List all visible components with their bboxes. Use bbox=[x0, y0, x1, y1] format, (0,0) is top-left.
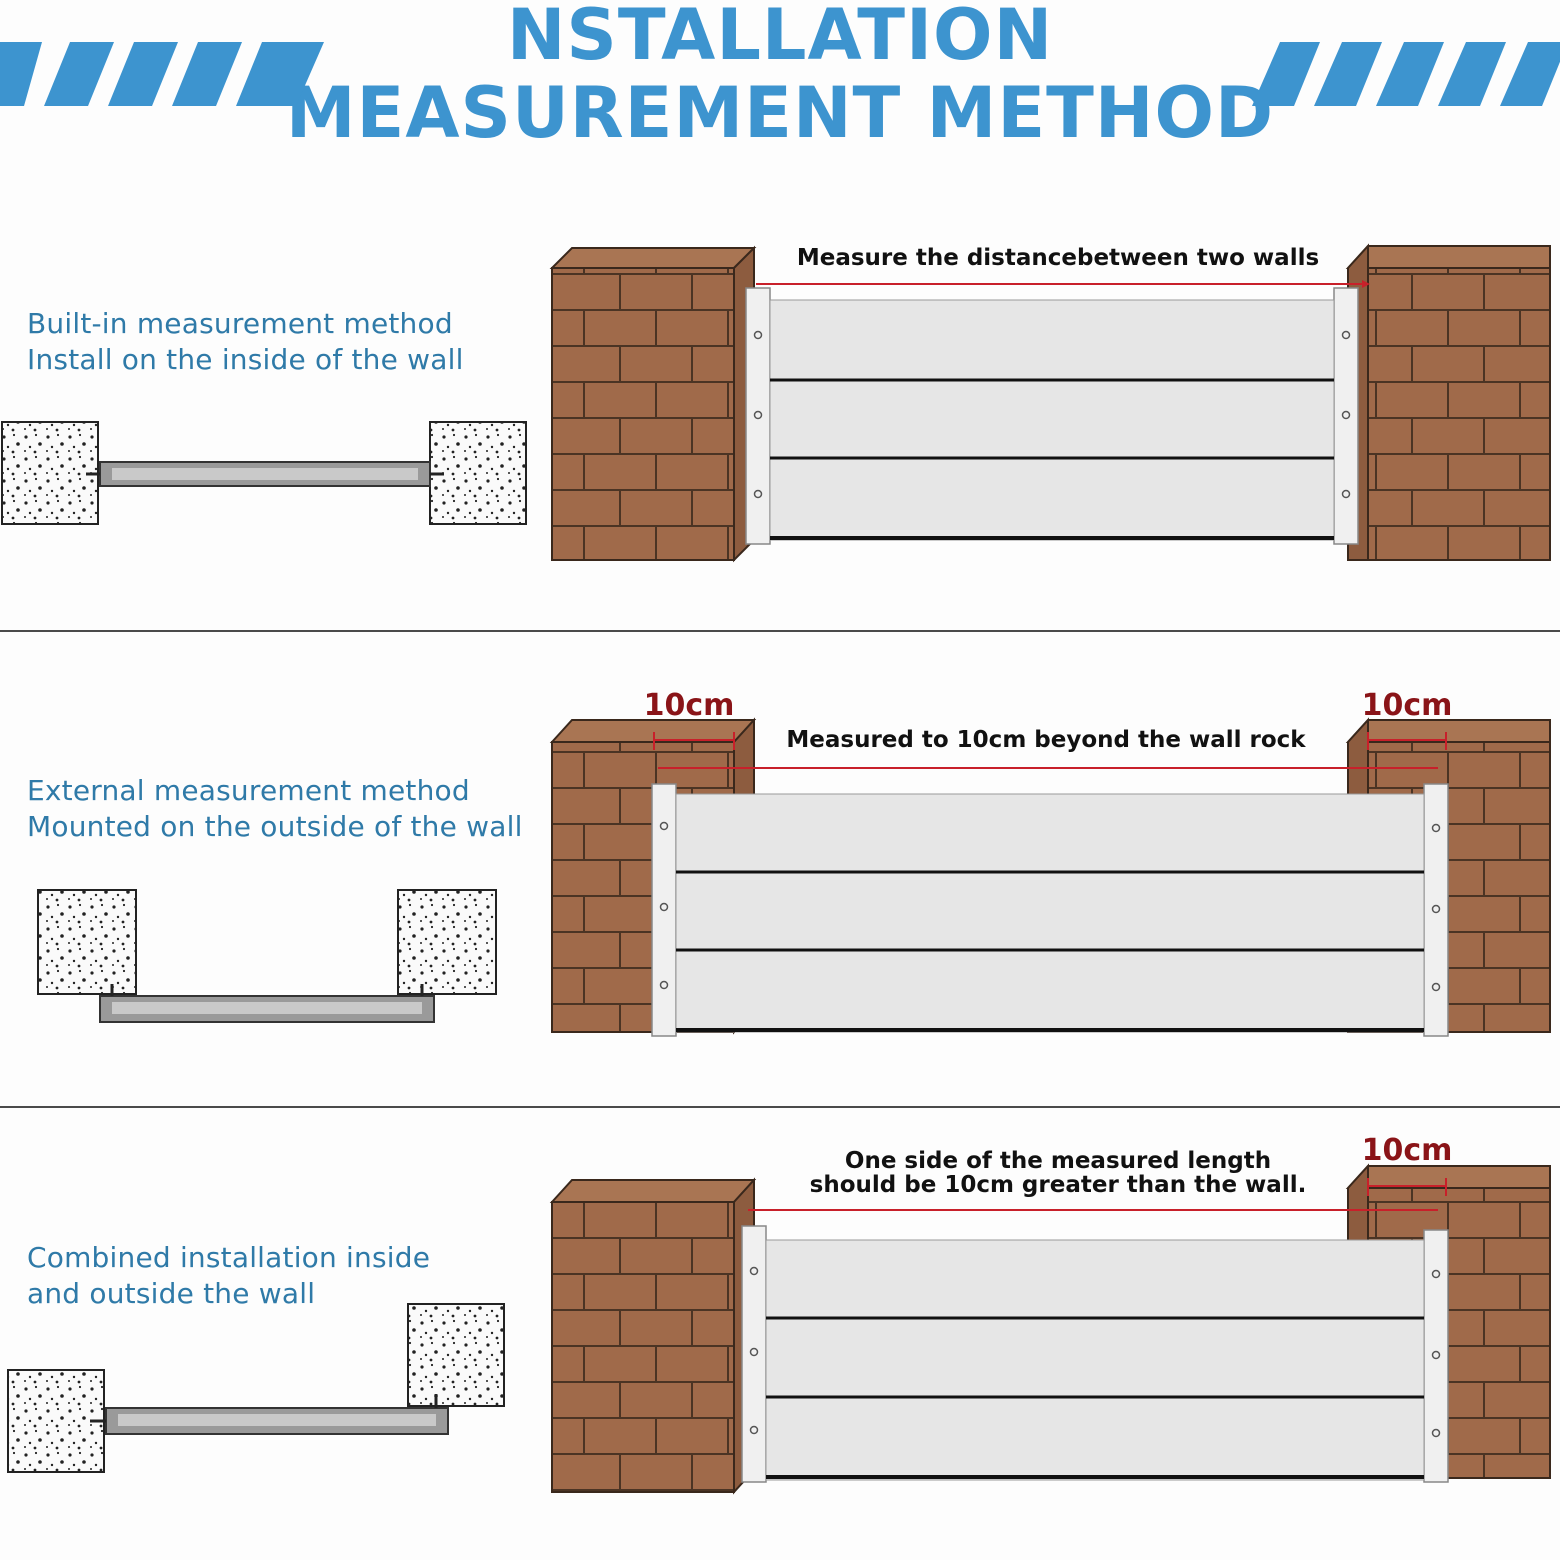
section-divider-2 bbox=[0, 1106, 1560, 1108]
barrier-rail bbox=[99, 984, 435, 1023]
measure-caption: Measured to 10cm beyond the wall rock bbox=[786, 727, 1306, 753]
offset-label-right: 10cm bbox=[1362, 688, 1453, 723]
wall-block-right bbox=[397, 889, 497, 995]
method-title-combined: Combined installation inside and outside… bbox=[27, 1240, 430, 1312]
method-line-1: Built-in measurement method bbox=[27, 307, 453, 340]
brick-pillar-right bbox=[1345, 717, 1551, 1033]
brick-pillar-left bbox=[549, 1177, 757, 1495]
flood-barrier bbox=[741, 1225, 1449, 1483]
brick-pillar-right bbox=[1345, 243, 1551, 561]
measure-caption-line2: should be 10cm greater than the wall. bbox=[810, 1172, 1307, 1198]
wall-block-left bbox=[37, 889, 137, 995]
wall-scene-external: 10cm 10cm Measured to 10cm beyond the wa… bbox=[549, 688, 1551, 1037]
flood-barrier bbox=[745, 287, 1359, 545]
section-divider-1 bbox=[0, 630, 1560, 632]
wall-block-left bbox=[7, 1369, 105, 1473]
wall-block-right bbox=[429, 421, 527, 525]
barrier-rail bbox=[90, 1394, 449, 1435]
method-line-1: Combined installation inside bbox=[27, 1241, 431, 1274]
method-line-2: Mounted on the outside of the wall bbox=[27, 810, 523, 843]
method-line-1: External measurement method bbox=[27, 774, 470, 807]
offset-label-right: 10cm bbox=[1362, 1133, 1453, 1168]
measure-caption: Measure the distancebetween two walls bbox=[797, 245, 1319, 271]
offset-bracket-right bbox=[1367, 732, 1447, 750]
method-line-2: and outside the wall bbox=[27, 1277, 316, 1310]
measure-arrow bbox=[1362, 280, 1370, 288]
offset-bracket-right bbox=[1367, 1178, 1447, 1196]
brick-pillar-left bbox=[549, 245, 757, 563]
right-stripe-decoration bbox=[1252, 42, 1560, 106]
wall-scene-combined: 10cm One side of the measured length sho… bbox=[549, 1133, 1551, 1495]
wall-block-right bbox=[407, 1303, 505, 1407]
method-line-2: Install on the inside of the wall bbox=[27, 343, 464, 376]
plan-view-combined bbox=[7, 1303, 505, 1473]
page-title-line1: NSTALLATION bbox=[506, 0, 1054, 76]
plan-view-external bbox=[37, 889, 497, 1023]
offset-label-left: 10cm bbox=[644, 688, 735, 723]
left-stripe-decoration bbox=[0, 42, 324, 106]
plan-view-builtin bbox=[1, 421, 527, 525]
method-title-external: External measurement method Mounted on t… bbox=[27, 773, 523, 845]
wall-block-left bbox=[1, 421, 99, 525]
wall-scene-builtin: Measure the distancebetween two walls bbox=[549, 243, 1551, 563]
page-title-line2: MEASUREMENT METHOD bbox=[285, 72, 1275, 154]
method-title-builtin: Built-in measurement method Install on t… bbox=[27, 306, 464, 378]
barrier-rail bbox=[86, 461, 444, 487]
offset-bracket-left bbox=[653, 732, 735, 750]
measure-caption-line1: One side of the measured length bbox=[845, 1148, 1271, 1174]
flood-barrier bbox=[651, 783, 1449, 1037]
